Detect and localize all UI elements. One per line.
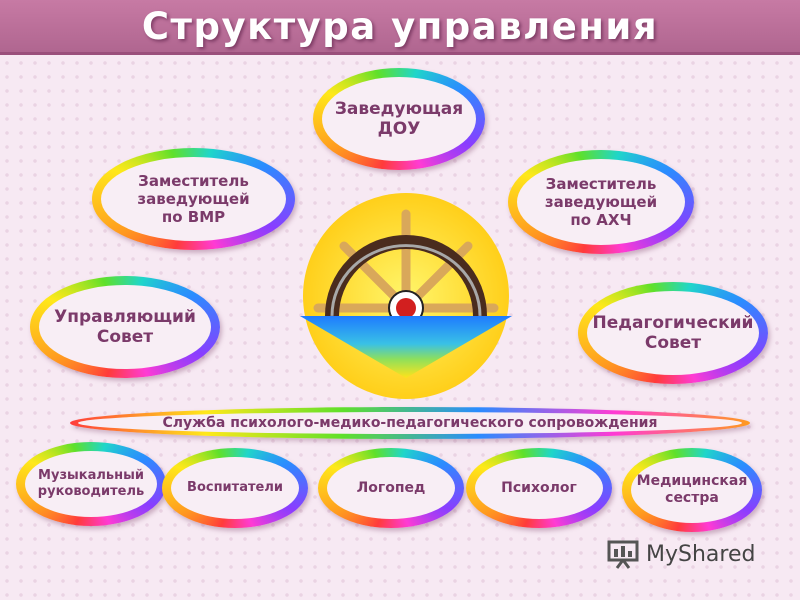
watermark-text: MyShared bbox=[646, 541, 756, 567]
node-deputy-vmr-line2: заведующей bbox=[137, 190, 250, 208]
node-deputy-ahch-line1: Заместитель bbox=[545, 175, 657, 193]
node-educators-label: Воспитатели bbox=[187, 480, 283, 496]
node-deputy-vmr-line3: по ВМР bbox=[161, 208, 226, 226]
node-psychologist: Психолог bbox=[466, 448, 612, 528]
title-bar: Структура управления bbox=[0, 0, 800, 55]
node-educators: Воспитатели bbox=[162, 448, 308, 528]
node-pedagogical-council: Педагогический Совет bbox=[578, 282, 768, 384]
presentation-board-icon bbox=[607, 540, 639, 569]
node-nurse-line1: Медицинская bbox=[636, 473, 748, 490]
node-music-director-line1: Музыкальный bbox=[38, 468, 144, 484]
node-nurse-line2: сестра bbox=[665, 490, 719, 506]
node-nurse: Медицинская сестра bbox=[622, 448, 762, 532]
node-pedagogical-council-line1: Педагогический bbox=[592, 312, 754, 333]
node-deputy-vmr: Заместитель заведующей по ВМР bbox=[92, 148, 295, 250]
node-speech-therapist: Логопед bbox=[318, 448, 464, 528]
ship-wheel-icon bbox=[300, 192, 512, 400]
node-head-line2: ДОУ bbox=[377, 119, 421, 139]
node-music-director-line2: руководитель bbox=[37, 484, 145, 499]
node-deputy-ahch-line3: по АХЧ bbox=[570, 211, 632, 229]
node-music-director: Музыкальный руководитель bbox=[16, 442, 166, 526]
page-title: Структура управления bbox=[141, 4, 659, 48]
node-psychologist-label: Психолог bbox=[501, 479, 577, 496]
watermark-logo: MyShared bbox=[606, 536, 755, 572]
node-pedagogical-council-line2: Совет bbox=[644, 333, 702, 353]
node-deputy-ahch-line2: заведующей bbox=[544, 193, 658, 211]
node-speech-therapist-label: Логопед bbox=[356, 479, 426, 496]
node-managing-council: Управляющий Совет bbox=[30, 276, 220, 378]
node-head: Заведующая ДОУ bbox=[313, 68, 485, 170]
node-managing-council-line2: Совет bbox=[96, 327, 154, 347]
support-service-label: Служба психолого-медико-педагогического … bbox=[162, 415, 658, 431]
node-head-line1: Заведующая bbox=[334, 98, 464, 119]
support-service-banner: Служба психолого-медико-педагогического … bbox=[70, 407, 750, 439]
node-deputy-ahch: Заместитель заведующей по АХЧ bbox=[508, 150, 694, 254]
node-managing-council-line1: Управляющий bbox=[54, 306, 196, 327]
node-deputy-vmr-line1: Заместитель bbox=[138, 172, 249, 190]
